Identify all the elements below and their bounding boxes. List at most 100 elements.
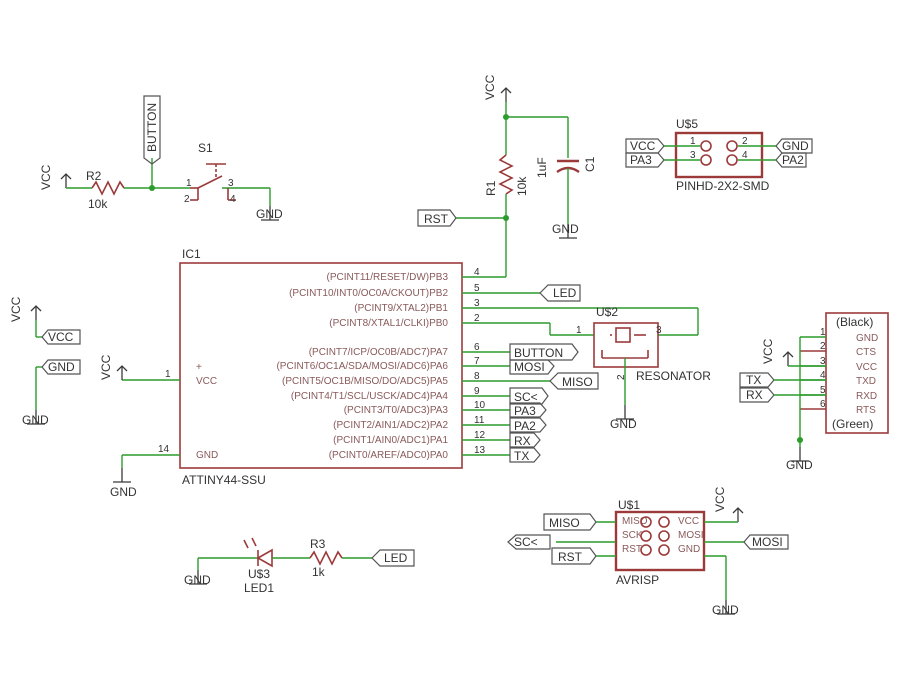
svg-text:VCC: VCC: [483, 74, 497, 100]
ic1-pin-label: (PCINT4/T1/SCL/USCK/ADC4)PA4: [291, 391, 449, 402]
ic1-pin-label: (PCINT7/ICP/OC0B/ADC7)PA7: [309, 347, 449, 358]
ftdi-header: (Black) (Green) 1GND2CTS3VCC4TXD5RXD6RTS…: [739, 312, 889, 472]
svg-text:GND: GND: [782, 139, 809, 153]
svg-text:RX: RX: [746, 388, 763, 402]
u2-resonator: U$2 GND 1 2 3 RESONATOR: [462, 305, 711, 431]
ftdi-pin-label: GND: [856, 333, 878, 344]
svg-text:VCC: VCC: [630, 139, 656, 153]
ic1-pin-number: 7: [474, 356, 480, 367]
reset-circuit: VCC R1 10k GND 1uF C1 RST: [417, 74, 597, 278]
ic1-part: ATTINY44-SSU: [182, 473, 266, 487]
net-pa2: PA2: [514, 419, 536, 433]
left-power-labels: VCC VCC GND GND: [9, 296, 81, 427]
svg-text:PA2: PA2: [782, 153, 804, 167]
c1-value: 1uF: [535, 157, 549, 178]
ic1-pin-number: 8: [474, 371, 480, 382]
r2-name: R2: [86, 169, 102, 183]
net-mosi: MOSI: [514, 360, 545, 374]
ic1-pin-number: 6: [474, 342, 480, 353]
svg-text:MOSI: MOSI: [678, 530, 704, 541]
r2-value: 10k: [88, 197, 108, 211]
ic1-pin-number: 5: [474, 283, 480, 294]
ftdi-pin-number: 4: [820, 370, 826, 381]
ic1-plus: +: [196, 362, 202, 373]
ic1-power: VCC GND: [99, 354, 137, 499]
ic1-pin-label: (PCINT8/XTAL1/CLKI)PB0: [329, 318, 448, 329]
net-miso: MISO: [562, 375, 593, 389]
svg-text:4: 4: [230, 194, 236, 205]
ftdi-pin-number: 5: [820, 385, 826, 396]
svg-text:4: 4: [742, 150, 748, 161]
u5-header: U$5 1 2 3 4 VCC PA3 GND PA2 PINHD-2X2-SM…: [625, 117, 813, 193]
ftdi-pin-number: 3: [820, 356, 826, 367]
ic1-pin-gnd-num: 14: [158, 444, 170, 455]
net-sc: SC<: [514, 390, 538, 404]
svg-text:2: 2: [616, 374, 627, 380]
ftdi-pin-number: 1: [820, 327, 826, 338]
net-rst: RST: [424, 212, 449, 226]
svg-text:VCC: VCC: [713, 486, 727, 512]
ic1-pin-label: (PCINT1/AIN0/ADC1)PA1: [333, 435, 448, 446]
ic1-pin-number: 9: [474, 386, 480, 397]
svg-text:(Black): (Black): [836, 315, 873, 329]
net-tx: TX: [514, 449, 529, 463]
ftdi-pin-label: CTS: [856, 347, 876, 358]
svg-text:MISO: MISO: [622, 516, 648, 527]
ic1-pin-number: 11: [474, 415, 485, 426]
svg-text:U$3: U$3: [248, 567, 270, 581]
svg-text:PA3: PA3: [630, 153, 652, 167]
svg-text:VCC: VCC: [39, 164, 53, 190]
ic1-pin-label: (PCINT5/OC1B/MISO/DO/ADC5)PA5: [282, 376, 448, 387]
s1-name: S1: [198, 141, 213, 155]
ftdi-pin-number: 6: [820, 399, 826, 410]
svg-text:1: 1: [186, 178, 192, 189]
gnd-label: GND: [110, 485, 137, 499]
svg-text:GND: GND: [610, 417, 637, 431]
ic1-pin-label: (PCINT3/T0/ADC3)PA3: [344, 405, 449, 416]
svg-text:GND: GND: [22, 413, 49, 427]
ic1-pin-number: 13: [474, 445, 486, 456]
ic1-pin-number: 3: [474, 298, 480, 309]
ic1-pin-number: 12: [474, 430, 486, 441]
svg-text:R3: R3: [310, 537, 326, 551]
svg-text:VCC: VCC: [9, 296, 23, 322]
svg-text:LED: LED: [384, 551, 408, 565]
ic1-pin-label: (PCINT2/AIN1/ADC2)PA2: [333, 420, 448, 431]
svg-text:RST: RST: [622, 544, 642, 555]
svg-text:GND: GND: [786, 458, 813, 472]
svg-text:3: 3: [228, 178, 234, 189]
svg-text:VCC: VCC: [48, 330, 74, 344]
ic1-gnd-pin: GND: [196, 450, 218, 461]
svg-text:GND: GND: [48, 360, 75, 374]
svg-text:MISO: MISO: [549, 516, 580, 530]
svg-text:LED1: LED1: [244, 581, 274, 595]
svg-text:PINHD-2X2-SMD: PINHD-2X2-SMD: [676, 179, 770, 193]
svg-text:(Green): (Green): [832, 417, 873, 431]
r1-value: 10k: [515, 176, 529, 196]
ic1-attiny44: IC1 ATTINY44-SSU + VCC GND 1 14 (PCINT11…: [122, 247, 486, 487]
ic1-pin-number: 2: [474, 313, 480, 324]
ic1-pin-label: (PCINT6/OC1A/SDA/MOSI/ADC6)PA6: [276, 361, 448, 372]
ftdi-pin-number: 2: [820, 341, 826, 352]
svg-text:VCC: VCC: [678, 516, 699, 527]
ic1-name: IC1: [182, 247, 201, 261]
svg-text:RST: RST: [558, 550, 583, 564]
ic1-pin-label: (PCINT11/RESET/DW)PB3: [327, 272, 449, 283]
ic1-pin-number: 10: [474, 400, 486, 411]
ftdi-pin-label: TXD: [856, 376, 876, 387]
net-button-top: BUTTON: [145, 103, 159, 152]
net-led: LED: [553, 286, 577, 300]
svg-text:GND: GND: [256, 207, 283, 221]
svg-text:1: 1: [576, 325, 582, 336]
svg-text:U$1: U$1: [618, 498, 640, 512]
vcc-label: VCC: [99, 354, 113, 380]
ftdi-pin-label: RXD: [856, 391, 877, 402]
svg-text:RESONATOR: RESONATOR: [636, 369, 711, 383]
ic1-pin-label: (PCINT9/XTAL2)PB1: [354, 303, 448, 314]
net-button: BUTTON: [514, 346, 563, 360]
svg-text:MOSI: MOSI: [752, 535, 783, 549]
svg-text:SC<: SC<: [514, 535, 538, 549]
svg-text:U$2: U$2: [596, 305, 618, 319]
ftdi-pin-label: VCC: [856, 362, 877, 373]
